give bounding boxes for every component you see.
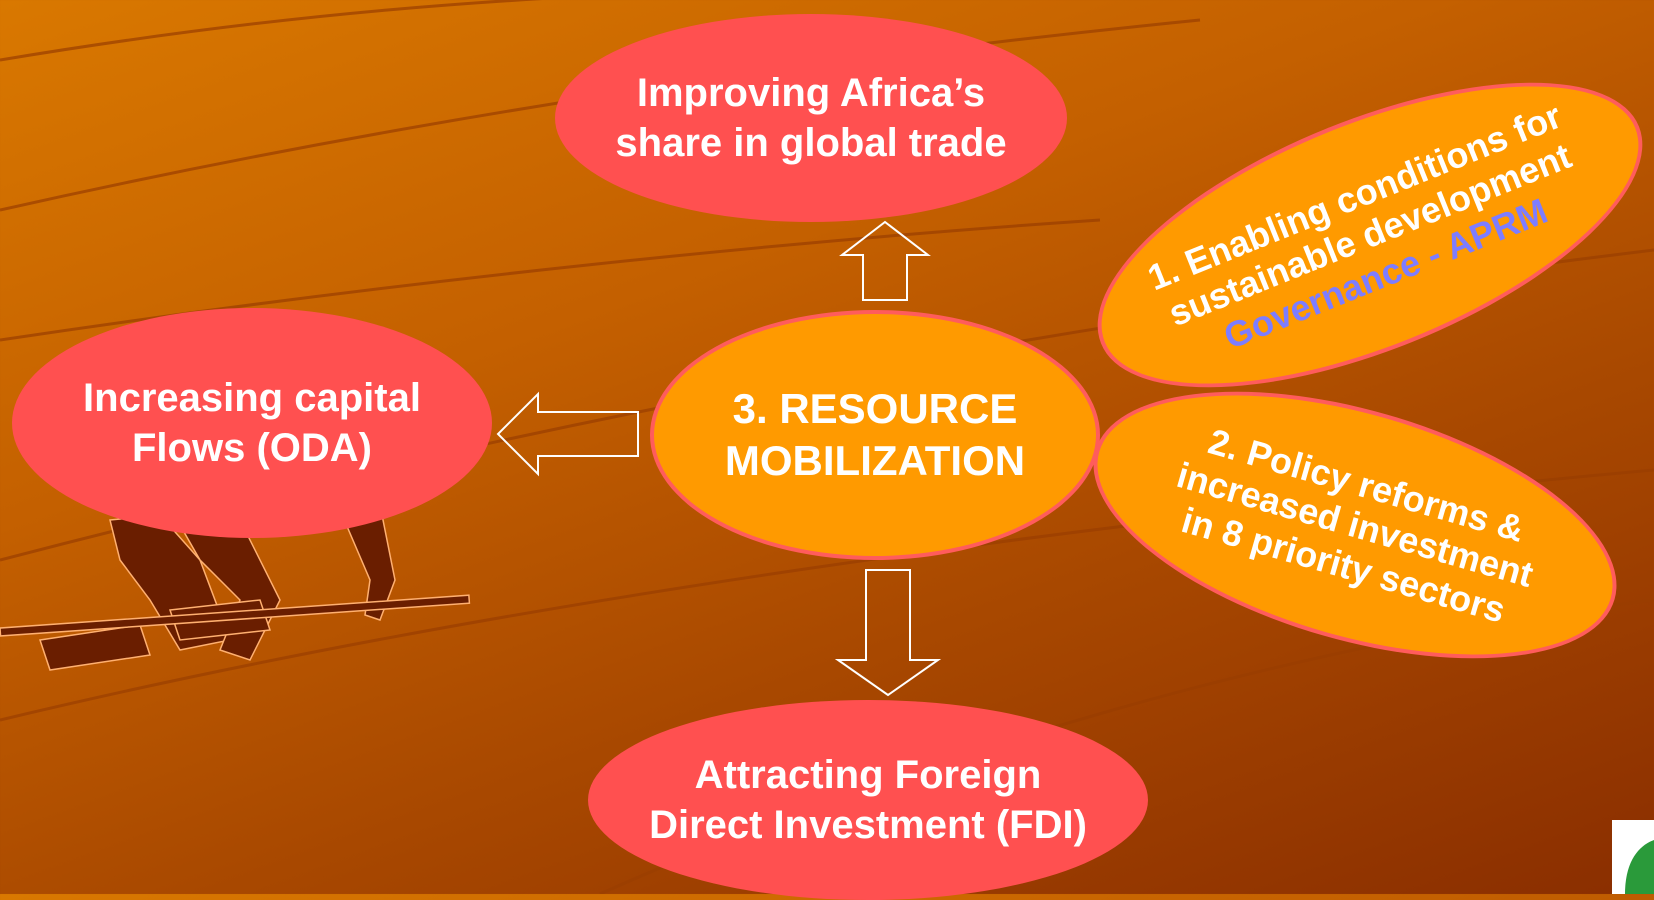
center-bubble: 3. RESOURCE MOBILIZATION: [650, 310, 1100, 560]
fdi-line1: Attracting Foreign: [694, 753, 1042, 797]
fdi-bubble: Attracting Foreign Direct Investment (FD…: [588, 700, 1148, 900]
up-arrow: [839, 220, 931, 301]
left-arrow-shape: [496, 391, 639, 477]
capital-line2: Flows (ODA): [132, 426, 372, 470]
capital-bubble: Increasing capital Flows (ODA): [12, 308, 492, 538]
capital-line1: Increasing capital: [83, 376, 421, 420]
trade-bubble: Improving Africa’s share in global trade: [555, 14, 1067, 222]
trade-line1: Improving Africa’s: [636, 71, 986, 115]
fdi-line2: Direct Investment (FDI): [649, 803, 1087, 847]
trade-line2: share in global trade: [615, 121, 1007, 165]
runner-silhouette: [0, 504, 471, 671]
down-arrow: [834, 569, 942, 697]
center-line2: MOBILIZATION: [724, 437, 1026, 484]
center-line1: 3. RESOURCE: [732, 384, 1018, 432]
